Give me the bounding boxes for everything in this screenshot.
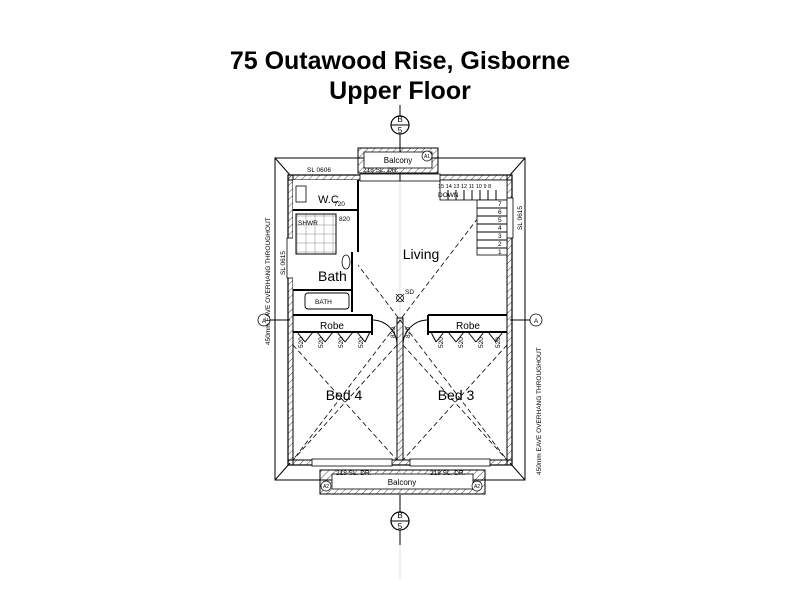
- bed3-door-note: 820: [405, 327, 412, 338]
- robe-right: Robe 520 520 520 520: [430, 321, 504, 348]
- window-note-right: SL 0615: [517, 206, 524, 230]
- bed4-sliding-door: [311, 458, 393, 467]
- eave-note-left: 450mm EAVE OVERHANG THROUGHOUT: [265, 217, 272, 345]
- bed3-label: Bed 3: [438, 387, 475, 403]
- stairs-down-label: DOWN: [438, 192, 459, 199]
- smoke-detector-label: SD: [405, 289, 414, 296]
- section-bottom-letter: B: [397, 511, 402, 520]
- bath-window: [286, 237, 295, 279]
- robe-right-door-4: 520: [495, 337, 502, 348]
- stair-step-3: 3: [498, 233, 502, 240]
- grid-label-right: A: [534, 318, 539, 325]
- balcony-bottom: Balcony A2 A2: [319, 469, 486, 495]
- eave-note-right: 450mm EAVE OVERHANG THROUGHOUT: [536, 347, 543, 475]
- stair-step-4: 4: [498, 225, 502, 232]
- robe-right-door-3: 520: [478, 337, 485, 348]
- balcony-top-label: Balcony: [384, 156, 412, 165]
- stairs: DOWN 15 14 13 12 11 10 9 8 7 6 5 4 3 2 1: [438, 179, 508, 256]
- wc-bath-block: W.C 720 SHWR 820 Bath BATH: [293, 180, 359, 312]
- window-note-sl0606: SL 0606: [307, 167, 331, 174]
- bathtub-label: BATH: [315, 299, 332, 306]
- stair-step-7: 7: [498, 201, 502, 208]
- robe-left-door-1: 520: [298, 337, 305, 348]
- robe-left-label: Robe: [320, 321, 344, 332]
- bed3-door-note: 218 SL. DR.: [430, 470, 466, 477]
- robe-left: Robe 520 520 520 520: [296, 321, 371, 348]
- robe-right-door-1: 520: [438, 337, 445, 348]
- bathtub-icon: [304, 292, 350, 310]
- section-top-number: 5: [398, 126, 403, 135]
- window-note-left: SL 0615: [280, 251, 287, 275]
- robe-right-door-2: 520: [458, 337, 465, 348]
- section-top-letter: B: [397, 115, 402, 124]
- smoke-detector-icon: [395, 293, 405, 303]
- bed4-door-note: 218 SL. DR.: [336, 470, 372, 477]
- robe-left-door-2: 520: [318, 337, 325, 348]
- living-room-label: Living: [403, 246, 440, 262]
- bed3-diagonal-a: [402, 344, 508, 461]
- stair-step-2: 2: [498, 241, 502, 248]
- bath-room-label: Bath: [318, 268, 347, 284]
- stairs-top-numbers: 15 14 13 12 11 10 9 8: [438, 184, 491, 190]
- bed3-diagonal-b: [402, 344, 508, 461]
- grid-label-top: A1: [424, 154, 430, 160]
- grid-marker-left: A: [257, 313, 290, 327]
- shower-tiles: [295, 213, 337, 255]
- bath-door-note: 820: [339, 216, 350, 223]
- basin-icon: [341, 254, 351, 270]
- bed4-label: Bed 4: [326, 387, 363, 403]
- bedroom-divider-wall: [396, 317, 404, 461]
- toilet-icon: [295, 185, 307, 203]
- robe-right-label: Robe: [456, 321, 480, 332]
- grid-label-bottom-left: A2: [323, 484, 329, 490]
- wc-label: W.C: [318, 194, 339, 206]
- bed4-diagonal-b: [292, 344, 398, 461]
- section-bottom-number: 5: [398, 522, 403, 531]
- top-door-note: 218 SL. DR.: [363, 167, 399, 174]
- balcony-top: Balcony A1: [357, 147, 439, 174]
- grid-label-left: A: [262, 318, 267, 325]
- balcony-bottom-label: Balcony: [388, 478, 416, 487]
- robe-left-door-3: 520: [338, 337, 345, 348]
- stair-step-5: 5: [498, 217, 502, 224]
- page-title: 75 Outawood Rise, Gisborne: [229, 47, 571, 75]
- section-marker-top: B 5: [390, 105, 410, 155]
- section-marker-bottom: B 5: [390, 495, 410, 545]
- bedroom-walls: 820 820: [293, 314, 507, 461]
- grid-label-bottom-right: A2: [474, 484, 480, 490]
- bed4-diagonal-a: [292, 344, 398, 461]
- robe-left-door-4: 520: [358, 337, 365, 348]
- shower-label: SHWR: [298, 220, 318, 227]
- bed3-sliding-door: [409, 458, 491, 467]
- floor-subtitle: Upper Floor: [329, 77, 471, 105]
- stair-step-6: 6: [498, 209, 502, 216]
- wc-door-note: 720: [334, 201, 345, 208]
- bed4-door-note: 820: [390, 327, 397, 338]
- stair-step-1: 1: [498, 249, 502, 256]
- grid-marker-right: A: [510, 313, 543, 327]
